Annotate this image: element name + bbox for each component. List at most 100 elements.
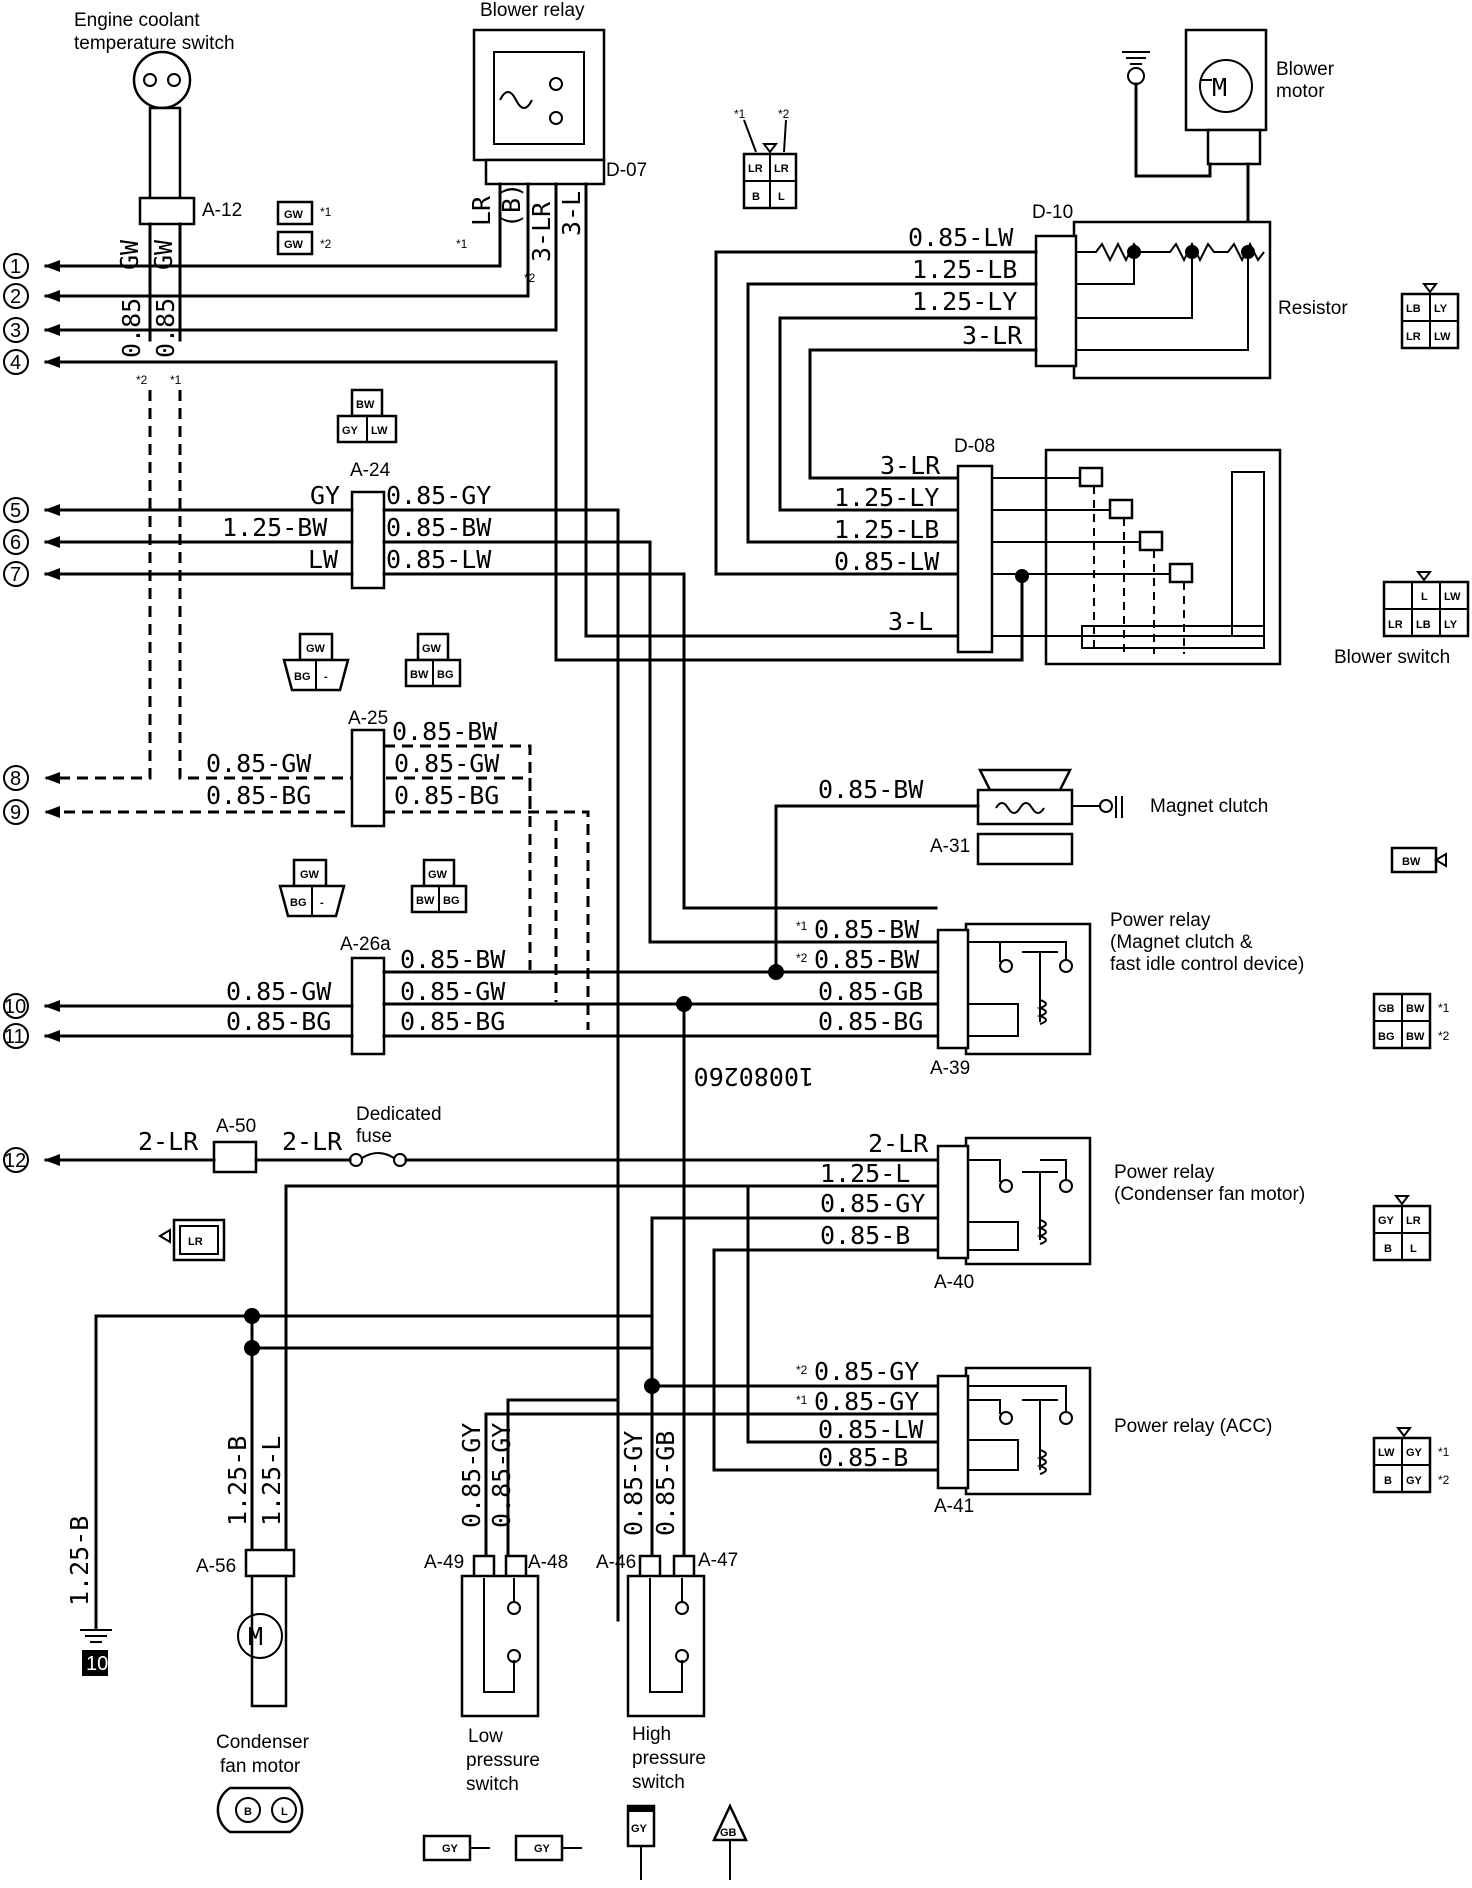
- wire-a24-gy: [382, 508, 620, 1622]
- d10-wire-1: 0.85-LW: [908, 223, 1014, 252]
- low-pressure-switch: [460, 1554, 540, 1718]
- blower-switch-label: Blower switch: [1334, 647, 1450, 668]
- d08-wire-2: 1.25-LY: [834, 483, 939, 512]
- svg-text:LB: LB: [1406, 303, 1421, 315]
- connector-a49: A-49: [424, 1552, 464, 1573]
- a41-wire-3: 0.85-LW: [818, 1415, 924, 1444]
- a39-wire-3: 0.85-GB: [818, 977, 923, 1006]
- wire-ground-bus: [94, 1314, 654, 1630]
- svg-text:High: High: [632, 1724, 671, 1745]
- a24-wire-r2: 0.85-BW: [386, 513, 492, 542]
- svg-text:B: B: [1384, 1475, 1392, 1487]
- a25-wire-l3: 0.85-BG: [206, 781, 311, 810]
- blower-motor-label-1: Blower: [1276, 59, 1335, 80]
- d08-wire-5: 3-L: [888, 607, 933, 636]
- wire-terminal-1: [44, 182, 502, 268]
- connector-a39: A-39: [930, 1058, 970, 1079]
- blower-switch: [956, 448, 1282, 666]
- power-relay-mc: [936, 922, 1092, 1056]
- a40-wire-4: 0.85-B: [820, 1221, 910, 1250]
- a24-wire-r3: 0.85-LW: [386, 545, 492, 574]
- svg-text:*2: *2: [320, 237, 332, 251]
- svg-text:*2: *2: [136, 373, 148, 387]
- svg-text:LY: LY: [1444, 619, 1458, 631]
- wire-085-lw: [714, 250, 1038, 576]
- high-pressure-switch-connector-icons: GY GB: [626, 1803, 748, 1880]
- svg-text:7: 7: [10, 564, 21, 586]
- svg-text:LY: LY: [1434, 303, 1448, 315]
- a50-wire-l: 2-LR: [138, 1127, 199, 1156]
- high-pressure-switch-label: High pressure switch: [632, 1724, 706, 1793]
- svg-text:GW: GW: [284, 209, 304, 221]
- terminals: 1 2 3 4 5 6 7 8 9 10 11 12: [3, 253, 60, 1173]
- lps-wire-2: 0.85-GY: [487, 1423, 516, 1528]
- d07-wire-lr: LR: [467, 195, 496, 226]
- svg-text:BG: BG: [437, 669, 454, 681]
- a39-wire-2: 0.85-BW: [814, 945, 920, 974]
- a50-wire-r: 2-LR: [282, 1127, 343, 1156]
- a31-wire: 0.85-BW: [818, 775, 924, 804]
- connector-d07: D-07: [606, 160, 647, 181]
- svg-text:switch: switch: [632, 1772, 685, 1793]
- svg-text:GY: GY: [1406, 1447, 1423, 1459]
- svg-text:GB: GB: [1378, 1003, 1395, 1015]
- connector-a56: A-56: [196, 1556, 236, 1577]
- connector-a31: A-31: [930, 836, 970, 857]
- svg-text:pressure: pressure: [632, 1748, 706, 1769]
- svg-text:GY: GY: [442, 1843, 459, 1855]
- svg-text:L: L: [281, 1806, 288, 1818]
- svg-text:Low: Low: [468, 1726, 503, 1747]
- hps-wire-1: 0.85-GY: [619, 1431, 648, 1536]
- connector-a12: A-12: [202, 200, 242, 221]
- svg-text:6: 6: [10, 532, 21, 554]
- svg-text:10: 10: [4, 996, 26, 1018]
- svg-text:*2: *2: [796, 1363, 808, 1377]
- a26-wire-r1: 0.85-BW: [400, 945, 506, 974]
- svg-text:M: M: [248, 1622, 263, 1651]
- d07-wire-3l: 3-L: [557, 191, 586, 236]
- hps-wire-2: 0.85-GB: [651, 1431, 680, 1536]
- svg-text:L: L: [1421, 591, 1428, 603]
- d10-wire-4: 3-LR: [962, 321, 1023, 350]
- ground-blower-motor: [1122, 51, 1212, 178]
- a24-wire-l3: LW: [308, 545, 339, 574]
- svg-text:B: B: [1384, 1243, 1392, 1255]
- a25-wire-r2: 0.85-GW: [394, 749, 500, 778]
- connector-a41: A-41: [934, 1496, 974, 1517]
- svg-text:GW: GW: [306, 643, 326, 655]
- condenser-fan-motor-label: Condenser fan motor: [216, 1732, 310, 1777]
- power-relay-acc-label: Power relay (ACC): [1114, 1416, 1272, 1437]
- connector-d10: D-10: [1032, 202, 1073, 223]
- svg-text:*2: *2: [796, 951, 808, 965]
- connector-a48: A-48: [528, 1552, 568, 1573]
- a41-wire-1: 0.85-GY: [814, 1357, 919, 1386]
- wire-125-ly: [778, 316, 1038, 512]
- a26-connector-icon-left: GW BG -: [278, 858, 346, 918]
- svg-text:GY: GY: [631, 1823, 648, 1835]
- svg-text:GY: GY: [342, 425, 359, 437]
- fuse-connector-icon: LR: [158, 1218, 226, 1262]
- svg-text:BW: BW: [1406, 1031, 1425, 1043]
- a24-wire-r1: 0.85-GY: [386, 481, 491, 510]
- wire-d07-3l: [584, 182, 962, 638]
- svg-text:LB: LB: [1416, 619, 1431, 631]
- svg-text:Power relay: Power relay: [1110, 910, 1211, 931]
- blower-motor-label-2: motor: [1276, 81, 1325, 102]
- svg-text:switch: switch: [466, 1774, 519, 1795]
- svg-text:pressure: pressure: [466, 1750, 540, 1771]
- low-pressure-switch-connector-icons: GY GY: [422, 1834, 582, 1862]
- wire-a40-b: [712, 1248, 938, 1472]
- svg-text:BW: BW: [1406, 1003, 1425, 1015]
- a40-wire-1: 2-LR: [868, 1129, 929, 1158]
- d10-wire-2: 1.25-LB: [912, 255, 1017, 284]
- ect-switch-label: Engine coolant temperature switch: [74, 10, 235, 54]
- svg-text:*1: *1: [456, 237, 468, 251]
- svg-text:LR: LR: [188, 1236, 203, 1248]
- resistor-label: Resistor: [1278, 298, 1348, 319]
- power-relay-cfm: [936, 1136, 1092, 1266]
- wire-125-lb: [746, 282, 1038, 544]
- wire-a41-lw: [746, 1184, 938, 1444]
- wire-terminal-2: [44, 182, 530, 298]
- wire-a25-bg: [384, 810, 590, 1030]
